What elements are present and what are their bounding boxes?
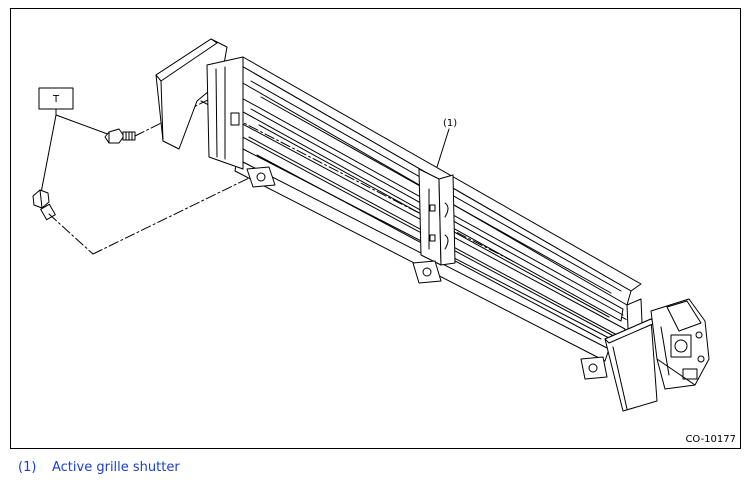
legend-item: (1) Active grille shutter: [18, 460, 180, 475]
torque-leader-upper: [55, 114, 114, 137]
legend-item-label: Active grille shutter: [52, 460, 180, 475]
grille-shutter-diagram: T: [32, 38, 710, 412]
torque-leader-lower: [40, 114, 57, 194]
legend: (1) Active grille shutter: [18, 460, 180, 475]
torque-callout: T: [38, 87, 114, 194]
figure-code: CO-10177: [685, 434, 736, 445]
figure-frame: T: [10, 8, 741, 449]
upper-bolt: [104, 128, 136, 144]
part-callout-label: (1): [443, 118, 457, 129]
mounting-tabs: [246, 166, 608, 380]
part-leader-line: [436, 128, 450, 168]
legend-item-number: (1): [18, 460, 37, 475]
part-callout: (1): [436, 118, 457, 168]
lower-bolt: [32, 189, 56, 221]
right-end-bracket: [604, 318, 658, 412]
torque-callout-label: T: [52, 94, 60, 105]
actuator-motor: [650, 298, 710, 390]
center-support: [418, 168, 456, 266]
